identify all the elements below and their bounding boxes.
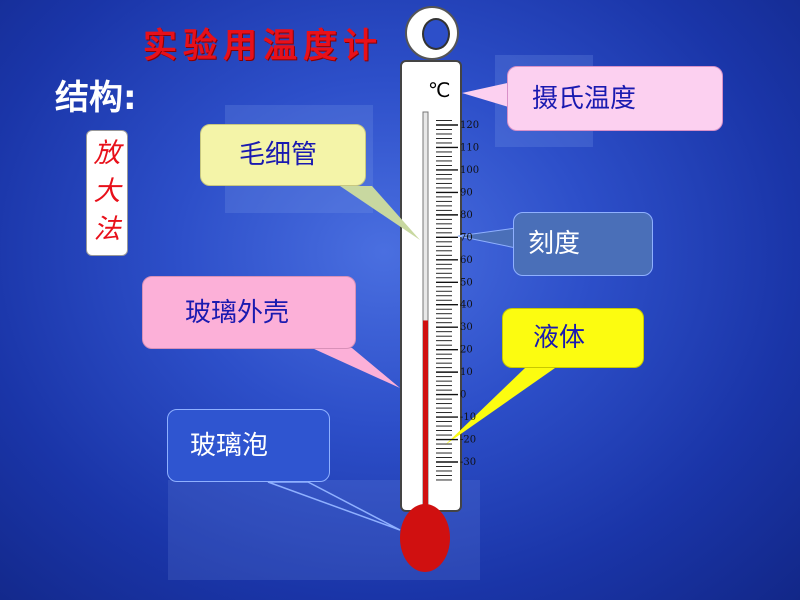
- scale-label: -20: [460, 435, 476, 446]
- scale-label: 40: [460, 300, 473, 311]
- callout-glass-shell: 玻璃外壳: [142, 276, 356, 349]
- scale-label: 110: [460, 142, 479, 153]
- magnify-char: 放: [93, 138, 121, 169]
- scale-label: 100: [460, 165, 479, 176]
- callout-glass-shell-label: 玻璃外壳: [185, 297, 290, 328]
- liquid-pointer: [445, 368, 555, 445]
- callout-celsius-label: 摄氏温度: [532, 83, 637, 114]
- scale-label: 90: [460, 187, 473, 198]
- scale-label: -30: [460, 457, 476, 468]
- ring-hole: [422, 18, 450, 50]
- celsius-unit: ℃: [428, 78, 451, 102]
- scale-label: 10: [460, 367, 473, 378]
- liquid-column: [423, 320, 428, 515]
- scale-label: 20: [460, 345, 473, 356]
- capillary-pointer: [340, 186, 420, 240]
- celsius-pointer: [462, 82, 512, 108]
- scale-label: 120: [460, 120, 479, 131]
- callout-scale: 刻度: [513, 212, 653, 276]
- scale-ticks: [436, 120, 458, 481]
- thermometer-hanging-ring: [405, 6, 459, 60]
- callout-glass-bulb: 玻璃泡: [167, 409, 330, 482]
- magnify-char: 大: [93, 176, 121, 207]
- glass-bulb-pointer: [267, 481, 401, 531]
- callout-scale-label: 刻度: [528, 229, 581, 259]
- callout-glass-bulb-label: 玻璃泡: [190, 430, 269, 461]
- callout-capillary: 毛细管: [200, 124, 366, 186]
- scale-label: 70: [460, 232, 473, 243]
- glass-shell-pointer: [312, 348, 400, 388]
- scale-label: -10: [460, 412, 476, 423]
- callout-liquid-label: 液体: [533, 323, 586, 353]
- scale-label: 80: [460, 210, 473, 221]
- magnify-char: 法: [93, 214, 121, 245]
- magnify-method-box: 放 大 法: [86, 130, 128, 256]
- scale-label: 50: [460, 277, 473, 288]
- structure-label: 结构:: [55, 78, 137, 118]
- slide-title: 实验用温度计: [143, 26, 383, 66]
- callout-capillary-label: 毛细管: [239, 140, 318, 170]
- thermometer-glass-shell: [400, 60, 462, 512]
- scale-label: 60: [460, 255, 473, 266]
- scale-label: 30: [460, 322, 473, 333]
- glass-bulb: [400, 504, 450, 572]
- callout-liquid: 液体: [502, 308, 644, 368]
- callout-celsius: 摄氏温度: [507, 66, 723, 131]
- scale-label: 0: [460, 390, 466, 401]
